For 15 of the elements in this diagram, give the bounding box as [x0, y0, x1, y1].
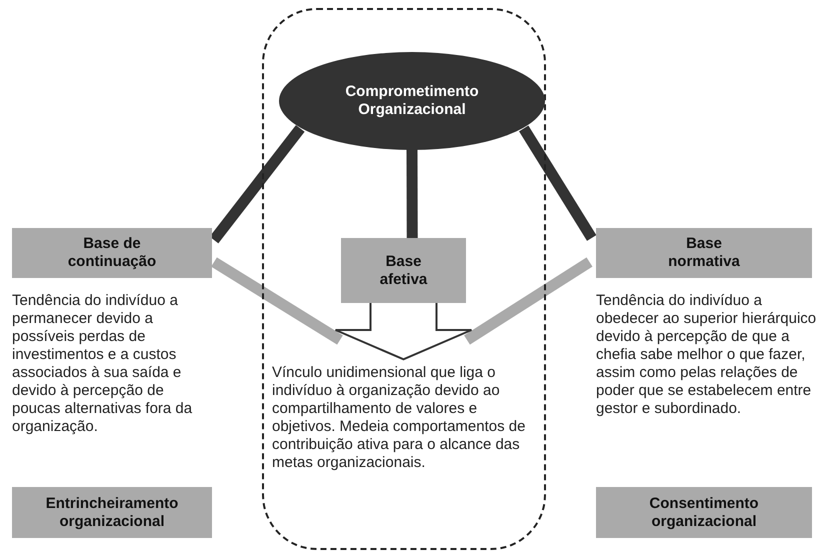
label-box: Base de continuação	[12, 228, 212, 278]
connector-bar	[464, 257, 592, 345]
ellipse: Comprometimento Organizacional	[279, 52, 545, 150]
description-text: Tendência do indivíduo a obedecer ao superior hierárquico devido à percepção de que a chefia sabe melhor o que fazer, assim como pelas relações de poder que se estabelecem entre gestor e subordinado.	[596, 292, 818, 418]
block-arrow	[334, 302, 472, 360]
connector-bar	[406, 148, 418, 238]
label-box: Entrincheiramento organizacional	[12, 487, 212, 538]
description-text: Vínculo unidimensional que liga o indivíduo à organização devido ao compartilhamento de valores e objetivos. Medeia comportamentos de contribuição ativa para o alcance das metas organizacionais.	[272, 364, 526, 472]
description-text: Tendência do indivíduo a permanecer devido a possíveis perdas de investimentos e a custos associados à sua saída e devido à percepção de poucas alternativas fora da organização.	[12, 292, 194, 436]
label-box: Consentimento organizacional	[596, 487, 812, 538]
label-box: Base normativa	[596, 228, 812, 278]
label-box: Base afetiva	[341, 238, 466, 303]
connector-bar	[211, 257, 343, 345]
connector-bar	[519, 126, 596, 241]
dashed-rounded-frame	[262, 8, 546, 550]
